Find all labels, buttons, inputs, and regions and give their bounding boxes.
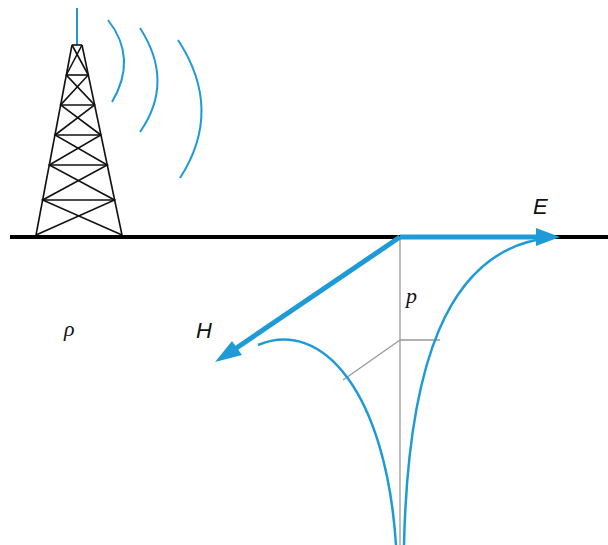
field-label: E [533, 196, 548, 218]
depth-label: p [406, 285, 417, 307]
radio-tower [36, 8, 122, 235]
field-label: H [196, 320, 212, 342]
radio-waves [108, 20, 202, 178]
decay-curves [258, 238, 548, 545]
ground-surface [10, 235, 608, 239]
field-vectors [215, 228, 560, 362]
resistivity-label: ρ [64, 318, 75, 340]
